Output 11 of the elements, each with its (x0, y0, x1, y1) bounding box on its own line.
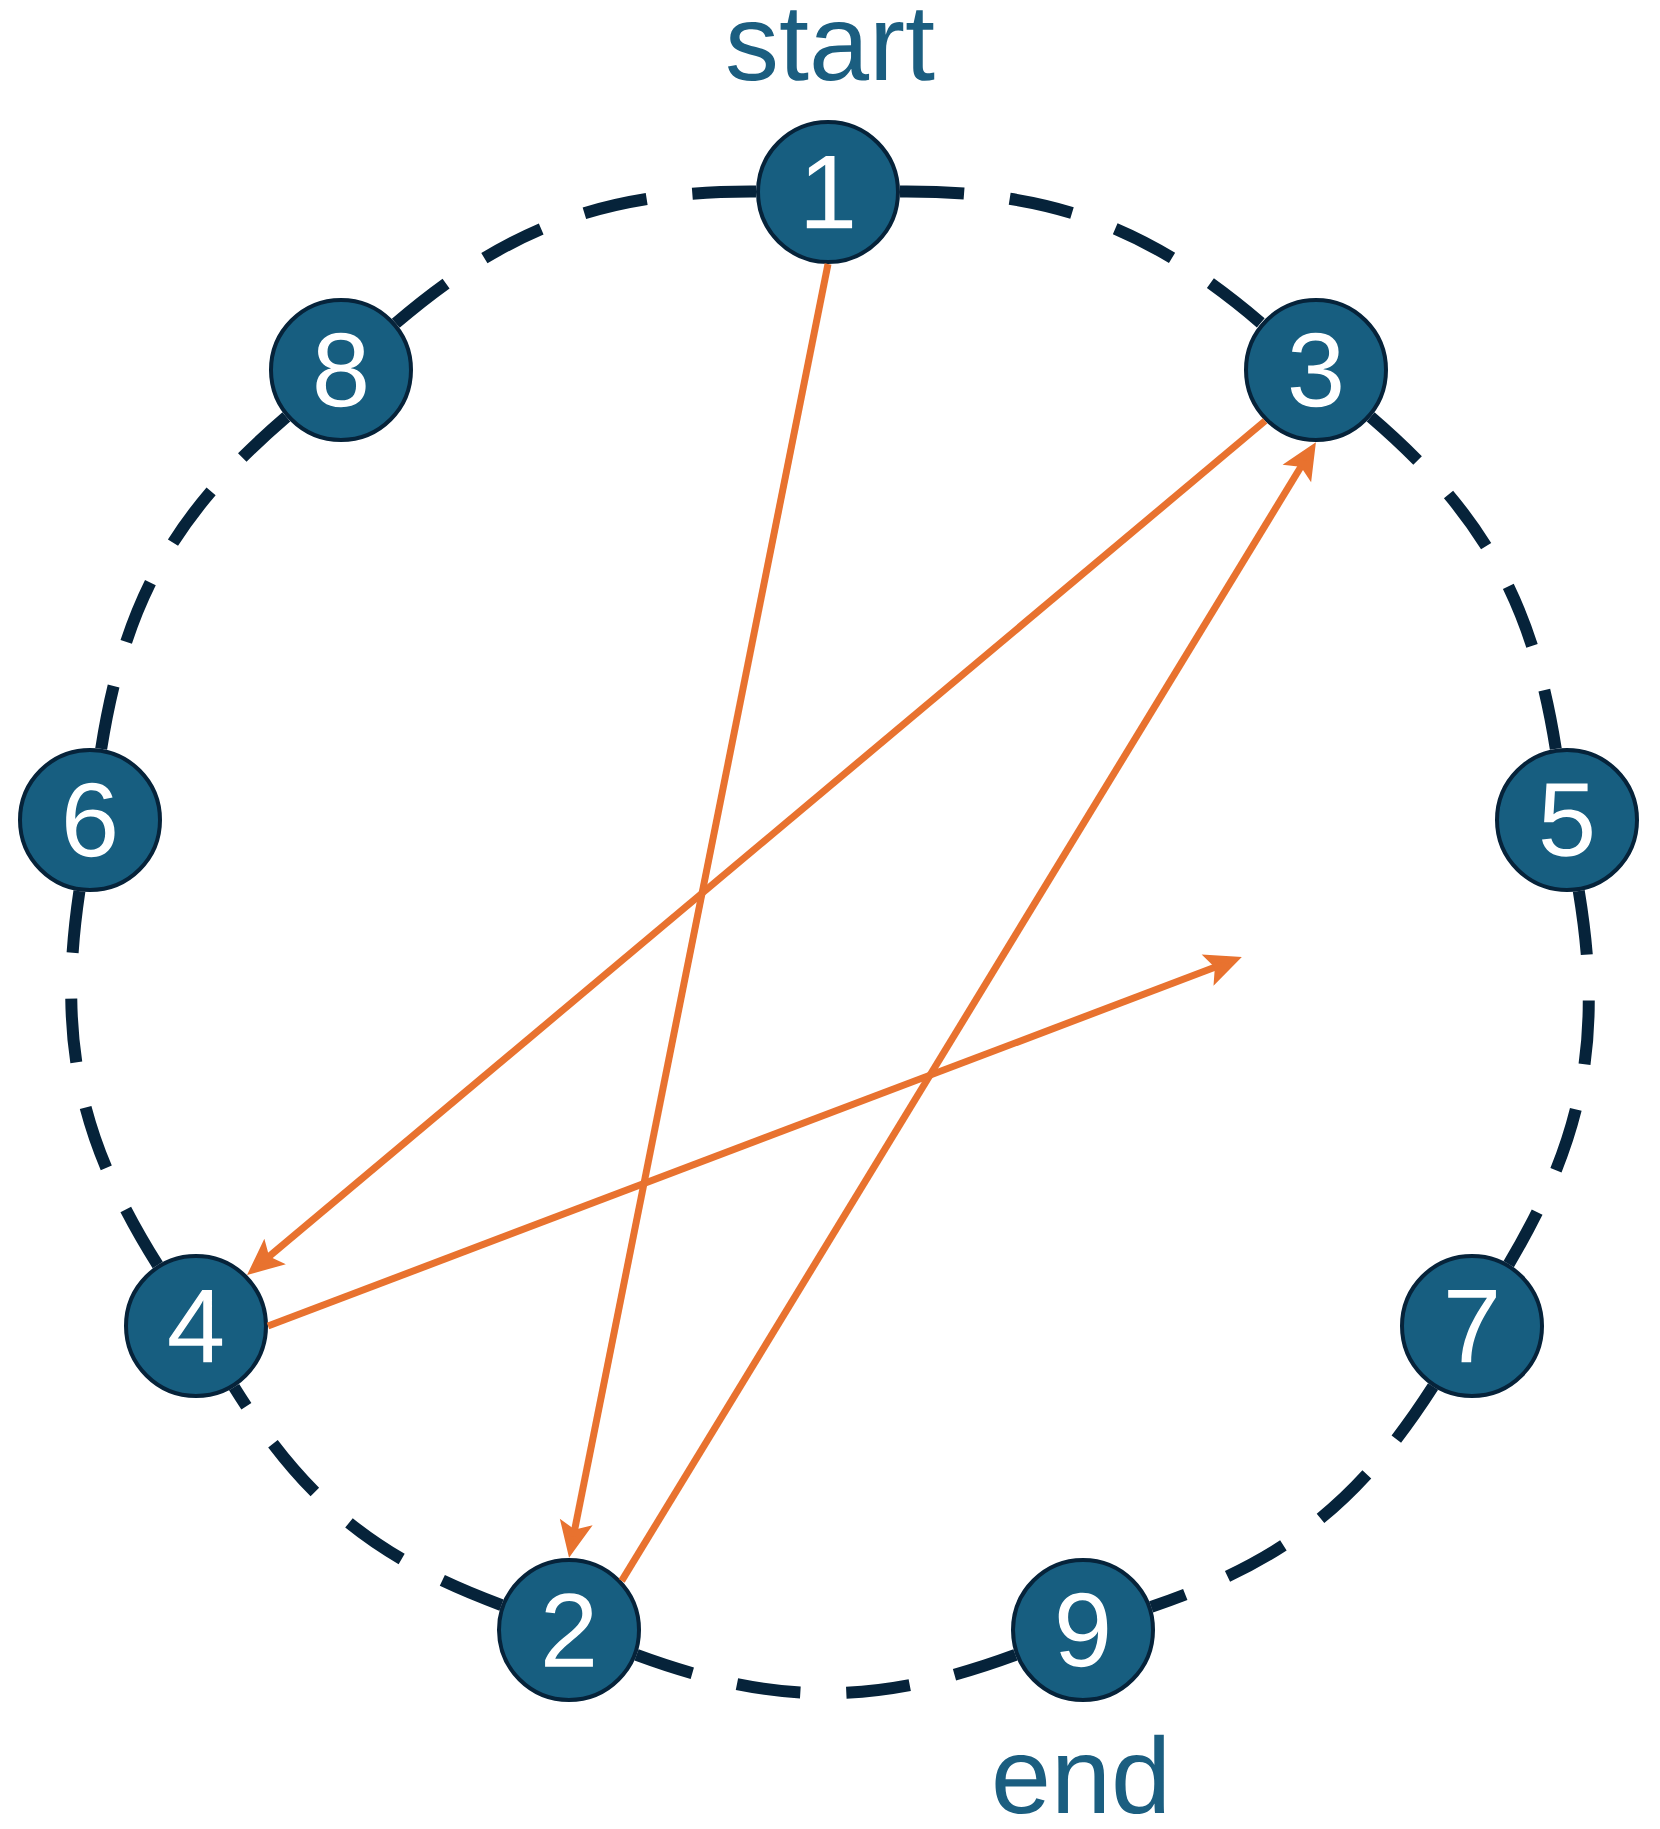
node-caption: start (728, 10, 935, 82)
dashed-arc (1503, 890, 1595, 1268)
dashed-arc (1366, 412, 1562, 750)
dashed-arc (65, 890, 163, 1269)
dashed-arc (95, 412, 291, 750)
dashed-arc (229, 1383, 504, 1611)
dashed-arc (634, 1649, 1018, 1700)
node-caption: end (995, 1734, 1165, 1815)
dashed-arc (1149, 1383, 1439, 1613)
dashed-arc (391, 185, 757, 328)
dashed-arc (899, 185, 1266, 328)
